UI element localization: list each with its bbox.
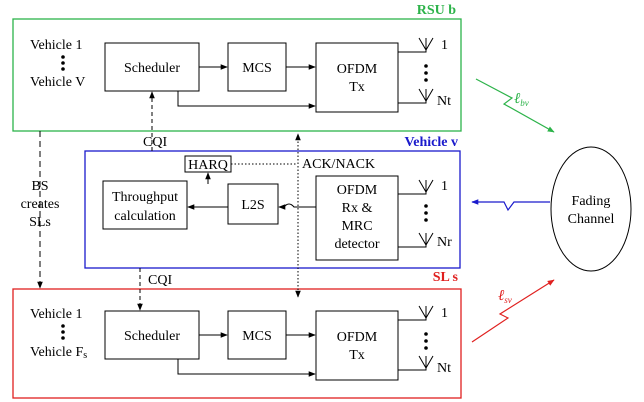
rsu-bypass-arrow (177, 91, 316, 109)
sl-vehicle-first: Vehicle 1 (30, 307, 82, 322)
rsu-ofdm-line2: Tx (349, 80, 365, 95)
vehicle-antenna-1-icon (398, 179, 434, 195)
sl-scheduler-label: Scheduler (124, 329, 180, 344)
sl-bypass-arrow (177, 359, 316, 377)
sl-antenna-first: 1 (441, 306, 448, 321)
throughput-block (102, 180, 188, 230)
sl-antenna-nt-icon (398, 355, 434, 371)
sl-mcs-label: MCS (242, 329, 272, 344)
ofdm-rx-line4: detector (334, 237, 379, 252)
sl-to-channel-link: ℓsv (471, 279, 555, 343)
rsu-antenna-last: Nt (437, 94, 451, 109)
sl-section: SL s Vehicle 1 Vehicle Fs Scheduler MCS … (12, 270, 462, 399)
vehicle-frame (84, 150, 461, 269)
sl-title: SL s (433, 270, 459, 285)
sl-ofdm-line2: Tx (349, 348, 365, 363)
bs-line2: creates (21, 197, 60, 212)
rsu-title: RSU b (417, 3, 457, 18)
fading-channel-ellipse (550, 146, 632, 272)
sl-antenna-1-icon (398, 305, 434, 321)
rsu-to-channel-link: ℓbv (475, 78, 555, 133)
link-bv-label: ℓbv (514, 91, 529, 108)
sl-ofdm-line1: OFDM (337, 330, 378, 345)
vehicle-title: Vehicle v (404, 135, 458, 150)
sl-vehicle-dots (61, 324, 65, 340)
channel-line1: Fading (572, 194, 611, 209)
vehicle-antenna-dots (424, 204, 428, 222)
rsu-vehicle-dots (61, 55, 65, 71)
ofdm-rx-line2: Rx & (342, 201, 373, 216)
vehicle-antenna-last: Nr (437, 235, 452, 250)
rsu-ofdm-tx-block (315, 42, 399, 113)
throughput-line2: calculation (114, 209, 175, 224)
harq-label: HARQ (188, 158, 228, 173)
rsu-section: RSU b Vehicle 1 Vehicle V Scheduler MCS … (12, 3, 462, 132)
rsu-antenna-1-icon (398, 37, 434, 53)
vehicle-antenna-first: 1 (441, 179, 448, 194)
cqi-bottom-label: CQI (148, 273, 172, 288)
rsu-ofdm-line1: OFDM (337, 62, 378, 77)
sl-frame (12, 288, 462, 399)
vehicle-antenna-nr-icon (398, 232, 434, 248)
rsu-frame (12, 18, 462, 132)
sl-vehicle-last: Vehicle Fs (30, 345, 87, 361)
channel-to-vehicle-link (471, 199, 550, 212)
rsu-antenna-nt-icon (398, 88, 434, 104)
ofdm-rx-block (315, 175, 399, 261)
ack-nack-label: ACK/NACK (302, 157, 375, 172)
rsu-antenna-dots (424, 64, 428, 82)
rsu-mcs-label: MCS (242, 61, 272, 76)
rsu-antenna-first: 1 (441, 38, 448, 53)
rsu-scheduler-block (104, 42, 200, 92)
l2s-label: L2S (241, 198, 264, 213)
channel-line2: Channel (568, 212, 615, 227)
rsu-mcs-block (227, 42, 287, 92)
sl-mcs-block (227, 310, 287, 360)
sl-ofdm-tx-block (315, 310, 399, 381)
bs-line3: SLs (29, 215, 51, 230)
rsu-scheduler-label: Scheduler (124, 61, 180, 76)
rsu-vehicle-first: Vehicle 1 (30, 38, 82, 53)
throughput-line1: Throughput (112, 190, 178, 205)
bs-line1: BS (31, 179, 48, 194)
sl-antenna-last: Nt (437, 361, 451, 376)
ofdm-rx-line1: OFDM (337, 183, 378, 198)
cqi-top-label: CQI (143, 135, 167, 150)
l2s-block (227, 183, 279, 225)
vehicle-section: Vehicle v HARQ ACK/NACK Throughput calcu… (84, 135, 461, 269)
ofdm-to-l2s-arrow (278, 203, 316, 210)
link-sv-label: ℓsv (498, 288, 512, 305)
rsu-vehicle-last: Vehicle V (30, 75, 85, 90)
ofdm-rx-line3: MRC (341, 219, 372, 234)
sl-antenna-dots (424, 332, 428, 350)
